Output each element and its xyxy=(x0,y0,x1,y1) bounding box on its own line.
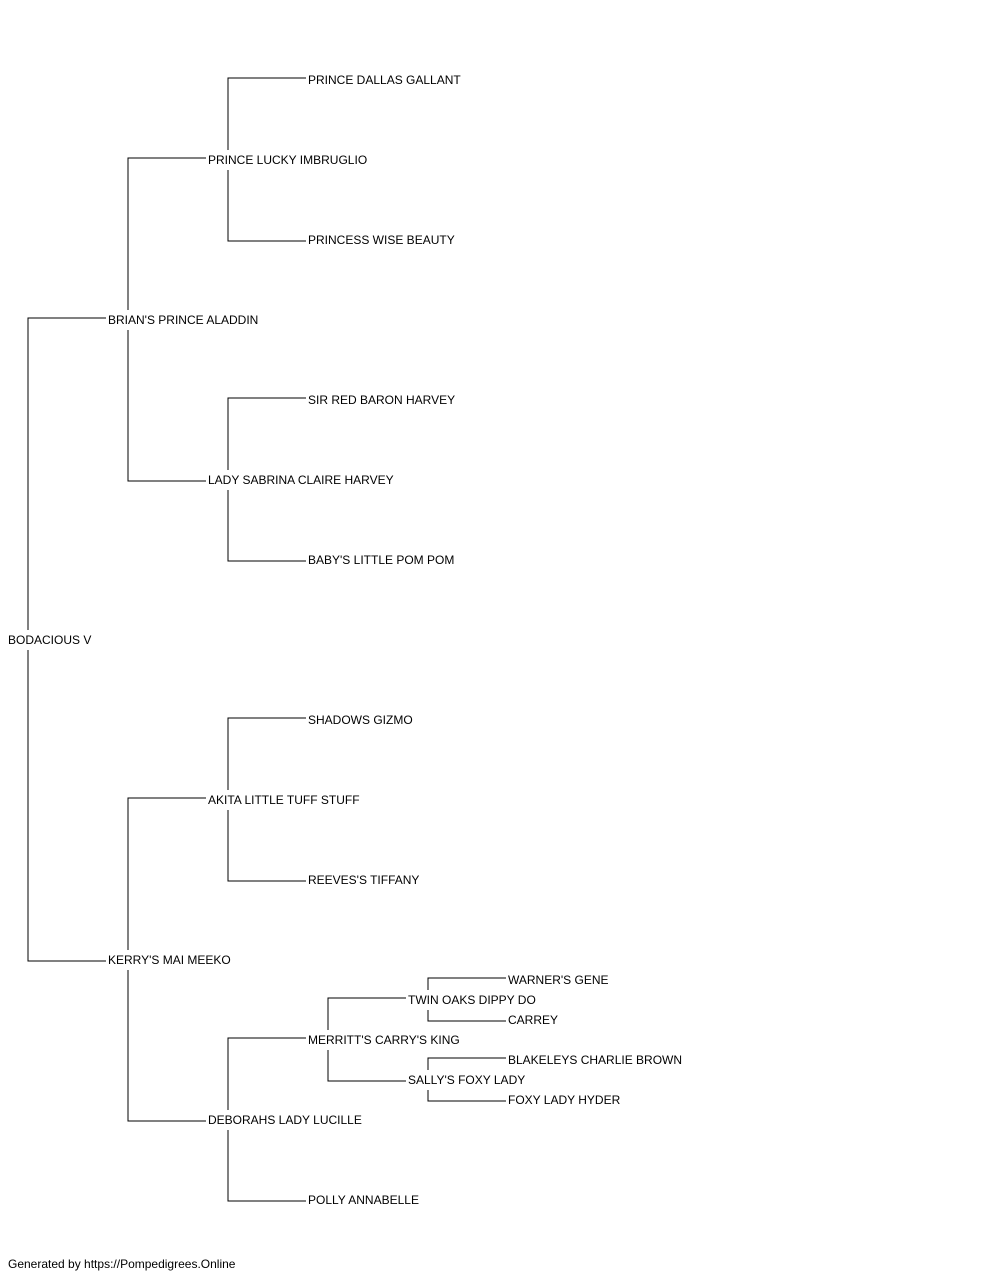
dog-name-carrey: CARREY xyxy=(508,1013,558,1027)
sire-connector-line xyxy=(127,797,206,950)
dog-name-prince-lucky-imbruglio: PRINCE LUCKY IMBRUGLIO xyxy=(208,153,367,167)
dog-name-kerry-s-mai-meeko: KERRY'S MAI MEEKO xyxy=(108,953,231,967)
dam-connector-line xyxy=(427,1090,506,1102)
dog-name-blakeleys-charlie-brown: BLAKELEYS CHARLIE BROWN xyxy=(508,1053,682,1067)
generator-credit: Generated by https://Pompedigrees.Online xyxy=(8,1257,236,1271)
dam-connector-line xyxy=(227,1130,306,1202)
dam-connector-line xyxy=(27,650,106,962)
dog-name-sir-red-baron-harvey: SIR RED BARON HARVEY xyxy=(308,393,455,407)
dam-connector-line xyxy=(127,970,206,1122)
dog-name-princess-wise-beauty: PRINCESS WISE BEAUTY xyxy=(308,233,455,247)
sire-connector-line xyxy=(427,1057,506,1070)
sire-connector-line xyxy=(227,397,306,470)
dog-name-polly-annabelle: POLLY ANNABELLE xyxy=(308,1193,419,1207)
dog-name-brian-s-prince-aladdin: BRIAN'S PRINCE ALADDIN xyxy=(108,313,258,327)
dam-connector-line xyxy=(327,1050,406,1082)
dog-name-akita-little-tuff-stuff: AKITA LITTLE TUFF STUFF xyxy=(208,793,360,807)
sire-connector-line xyxy=(427,977,506,990)
dam-connector-line xyxy=(227,810,306,882)
dog-name-warner-s-gene: WARNER'S GENE xyxy=(508,973,609,987)
dog-name-bodacious-v: BODACIOUS V xyxy=(8,633,91,647)
dog-name-reeves-s-tiffany: REEVES'S TIFFANY xyxy=(308,873,419,887)
sire-connector-line xyxy=(27,317,106,630)
dog-name-twin-oaks-dippy-do: TWIN OAKS DIPPY DO xyxy=(408,993,536,1007)
dam-connector-line xyxy=(127,330,206,482)
dog-name-merritt-s-carry-s-king: MERRITT'S CARRY'S KING xyxy=(308,1033,460,1047)
dog-name-lady-sabrina-claire-harvey: LADY SABRINA CLAIRE HARVEY xyxy=(208,473,394,487)
dog-name-foxy-lady-hyder: FOXY LADY HYDER xyxy=(508,1093,621,1107)
dog-name-deborahs-lady-lucille: DEBORAHS LADY LUCILLE xyxy=(208,1113,362,1127)
dog-name-sally-s-foxy-lady: SALLY'S FOXY LADY xyxy=(408,1073,525,1087)
sire-connector-line xyxy=(227,717,306,790)
sire-connector-line xyxy=(127,157,206,310)
sire-connector-line xyxy=(227,1037,306,1110)
sire-connector-line xyxy=(327,997,406,1030)
dog-name-shadows-gizmo: SHADOWS GIZMO xyxy=(308,713,413,727)
sire-connector-line xyxy=(227,77,306,150)
dog-name-prince-dallas-gallant: PRINCE DALLAS GALLANT xyxy=(308,73,461,87)
dam-connector-line xyxy=(427,1010,506,1022)
dog-name-baby-s-little-pom-pom: BABY'S LITTLE POM POM xyxy=(308,553,454,567)
dam-connector-line xyxy=(227,170,306,242)
dam-connector-line xyxy=(227,490,306,562)
